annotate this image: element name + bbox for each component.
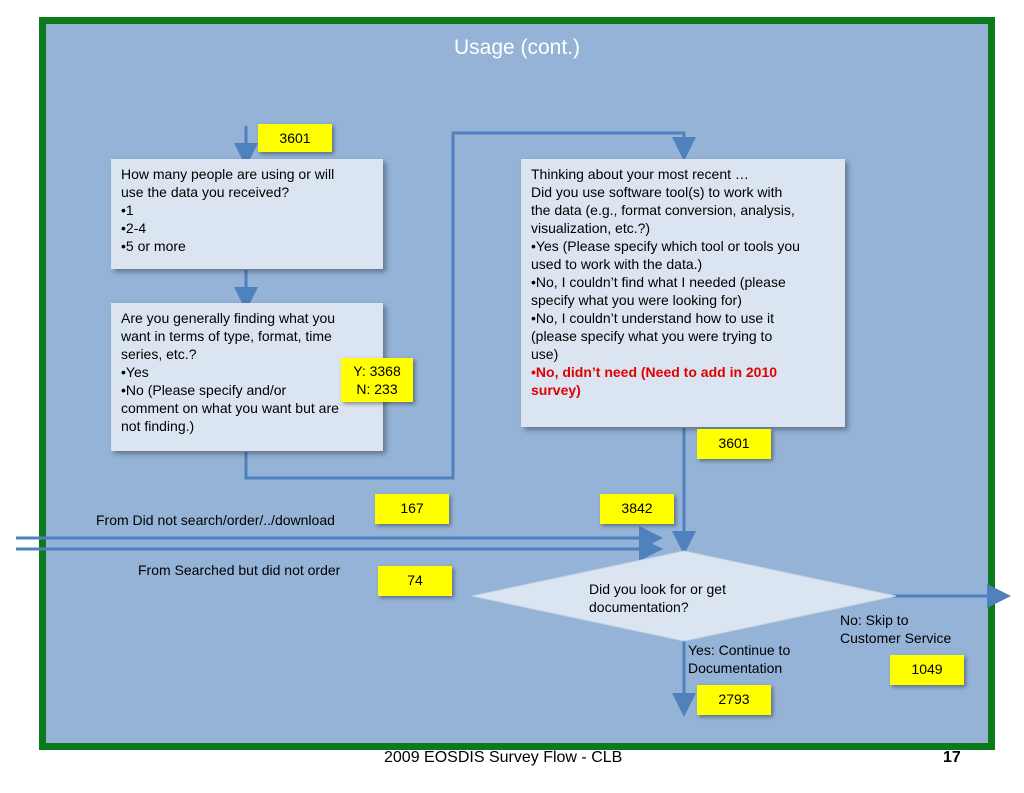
- question-line: visualization, etc.?): [531, 220, 651, 236]
- decision-text: Did you look for or get documentation?: [589, 580, 726, 616]
- label-line: No: Skip to: [840, 612, 909, 628]
- question-line: Did you use software tool(s) to work wit…: [531, 184, 783, 200]
- question-line: the data (e.g., format conversion, analy…: [531, 202, 795, 218]
- question-line: want in terms of type, format, time: [121, 328, 332, 344]
- decision-line: Did you look for or get: [589, 581, 726, 597]
- count-tag-continue: 2793: [697, 685, 771, 715]
- count-tag-right-mid: 3601: [697, 429, 771, 459]
- label-from-not-search: From Did not search/order/../download: [96, 512, 335, 528]
- count-tag-top-left: 3601: [258, 124, 332, 152]
- answer-option: •No, I couldn’t understand how to use it: [531, 310, 775, 326]
- label-yes-continue: Yes: Continue to Documentation: [688, 641, 790, 677]
- question-finding-data: Are you generally finding what you want …: [111, 303, 383, 451]
- count-tag-yes-no: Y: 3368 N: 233: [341, 358, 413, 402]
- question-software-tools: Thinking about your most recent … Did yo…: [521, 159, 845, 427]
- answer-option: (please specify what you were trying to: [531, 328, 773, 344]
- count-tag-skip: 1049: [890, 655, 964, 685]
- count-no: N: 233: [356, 381, 398, 397]
- answer-option: •No (Please specify and/or: [121, 382, 287, 398]
- highlighted-option: •No, didn’t need (Need to add in 2010: [531, 364, 778, 380]
- answer-option: •2-4: [121, 220, 147, 236]
- answer-option: specify what you were looking for): [531, 292, 742, 308]
- label-no-skip: No: Skip to Customer Service: [840, 611, 951, 647]
- answer-option: not finding.): [121, 418, 195, 434]
- decision-line: documentation?: [589, 599, 689, 615]
- answer-option: comment on what you want but are: [121, 400, 339, 416]
- answer-option: •Yes: [121, 364, 149, 380]
- connector-finding-to-software: [244, 131, 696, 480]
- label-line: Yes: Continue to: [688, 642, 791, 658]
- highlighted-option: survey): [531, 382, 581, 398]
- footer-text: 2009 EOSDIS Survey Flow - CLB: [384, 749, 623, 766]
- answer-option: use): [531, 346, 559, 362]
- count-tag-merge: 3842: [600, 494, 674, 524]
- slide-title: Usage (cont.): [453, 36, 581, 59]
- count-tag-from-searched: 74: [378, 566, 452, 596]
- question-line: How many people are using or will: [121, 166, 335, 182]
- label-from-searched: From Searched but did not order: [138, 562, 341, 578]
- page-number: 17: [943, 749, 961, 766]
- question-line: Thinking about your most recent …: [531, 166, 749, 182]
- answer-option: •Yes (Please specify which tool or tools…: [531, 238, 800, 254]
- answer-option: used to work with the data.): [531, 256, 703, 272]
- answer-option: •5 or more: [121, 238, 186, 254]
- count-yes: Y: 3368: [353, 363, 401, 379]
- label-line: Customer Service: [840, 630, 952, 646]
- question-people-count: How many people are using or will use th…: [111, 159, 383, 269]
- answer-option: •1: [121, 202, 134, 218]
- question-line: use the data you received?: [121, 184, 290, 200]
- count-tag-from-not-search: 167: [375, 494, 449, 524]
- question-line: Are you generally finding what you: [121, 310, 336, 326]
- answer-option: •No, I couldn’t find what I needed (plea…: [531, 274, 786, 290]
- question-line: series, etc.?: [121, 346, 197, 362]
- decision-diamond: [471, 550, 897, 642]
- label-line: Documentation: [688, 660, 783, 676]
